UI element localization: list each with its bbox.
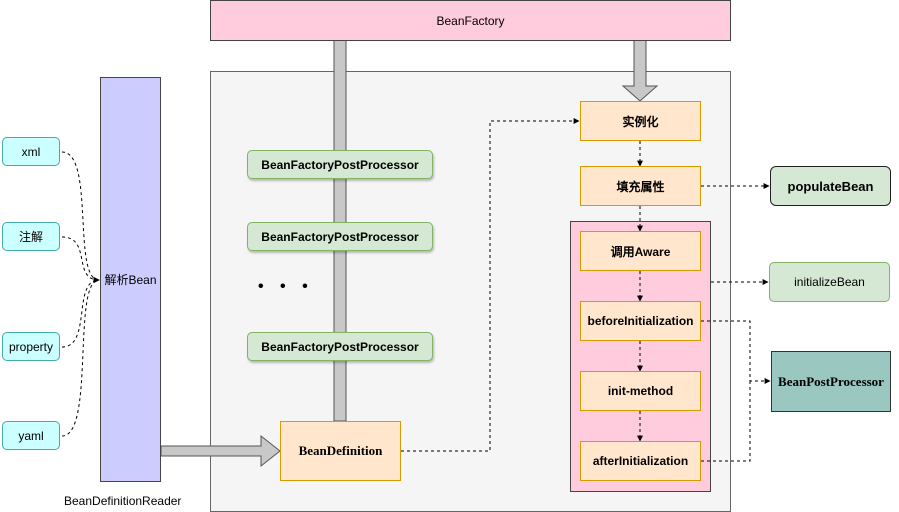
parser-box: 解析Bean xyxy=(100,77,161,482)
parser-label: 解析Bean xyxy=(104,273,157,287)
bfpp-label: BeanFactoryPostProcessor xyxy=(261,157,419,172)
before-initialization-box: beforeInitialization xyxy=(580,301,701,341)
bean-factory-post-processor-3: BeanFactoryPostProcessor xyxy=(247,332,433,361)
source-property: property xyxy=(2,332,60,361)
source-annotation: 注解 xyxy=(2,222,60,251)
bean-post-processor-box: BeanPostProcessor xyxy=(771,351,891,412)
bfpp-label: BeanFactoryPostProcessor xyxy=(261,339,419,354)
ellipsis: • • • xyxy=(258,278,314,295)
edge-definition-instantiate xyxy=(401,118,580,452)
bean-factory-post-processor-2: BeanFactoryPostProcessor xyxy=(247,222,433,251)
arrow-parser-to-definition xyxy=(160,434,281,468)
bean-factory-label: BeanFactory xyxy=(436,13,505,28)
edge-annotation-parser xyxy=(61,236,100,283)
initialize-bean-label: initializeBean xyxy=(794,275,865,289)
source-label: xml xyxy=(21,144,41,159)
populate-label: 填充属性 xyxy=(616,179,665,194)
before-initialization-label: beforeInitialization xyxy=(587,314,694,328)
populate-bean-label: populateBean xyxy=(787,178,874,194)
source-yaml: yaml xyxy=(2,421,60,450)
aware-box: 调用Aware xyxy=(580,231,701,271)
source-label: yaml xyxy=(18,428,44,443)
edge-before-bpp xyxy=(701,320,771,384)
edge-property-parser xyxy=(61,277,100,348)
reader-caption: BeanDefinitionReader xyxy=(64,494,182,508)
instantiate-box: 实例化 xyxy=(580,101,701,141)
bean-definition-box: BeanDefinition xyxy=(280,421,401,481)
initialize-bean-box: initializeBean xyxy=(769,262,890,302)
populate-box: 填充属性 xyxy=(580,166,701,206)
bean-definition-label: BeanDefinition xyxy=(298,443,383,458)
aware-label: 调用Aware xyxy=(610,244,671,259)
source-label: property xyxy=(8,339,54,354)
bean-factory-box: BeanFactory xyxy=(210,0,731,41)
bean-factory-post-processor-1: BeanFactoryPostProcessor xyxy=(247,150,433,179)
instantiate-label: 实例化 xyxy=(622,114,659,129)
edge-yaml-parser xyxy=(61,277,100,437)
edge-after-bpp xyxy=(701,381,751,462)
after-initialization-box: afterInitialization xyxy=(580,441,701,481)
source-xml: xml xyxy=(2,137,60,166)
populate-bean-box: populateBean xyxy=(770,166,891,206)
bfpp-label: BeanFactoryPostProcessor xyxy=(261,229,419,244)
init-method-box: init-method xyxy=(580,371,701,411)
edge-xml-parser xyxy=(61,151,100,283)
bean-post-processor-label: BeanPostProcessor xyxy=(778,373,884,389)
after-initialization-label: afterInitialization xyxy=(592,454,689,468)
init-method-label: init-method xyxy=(607,384,674,398)
source-label: 注解 xyxy=(18,230,43,244)
